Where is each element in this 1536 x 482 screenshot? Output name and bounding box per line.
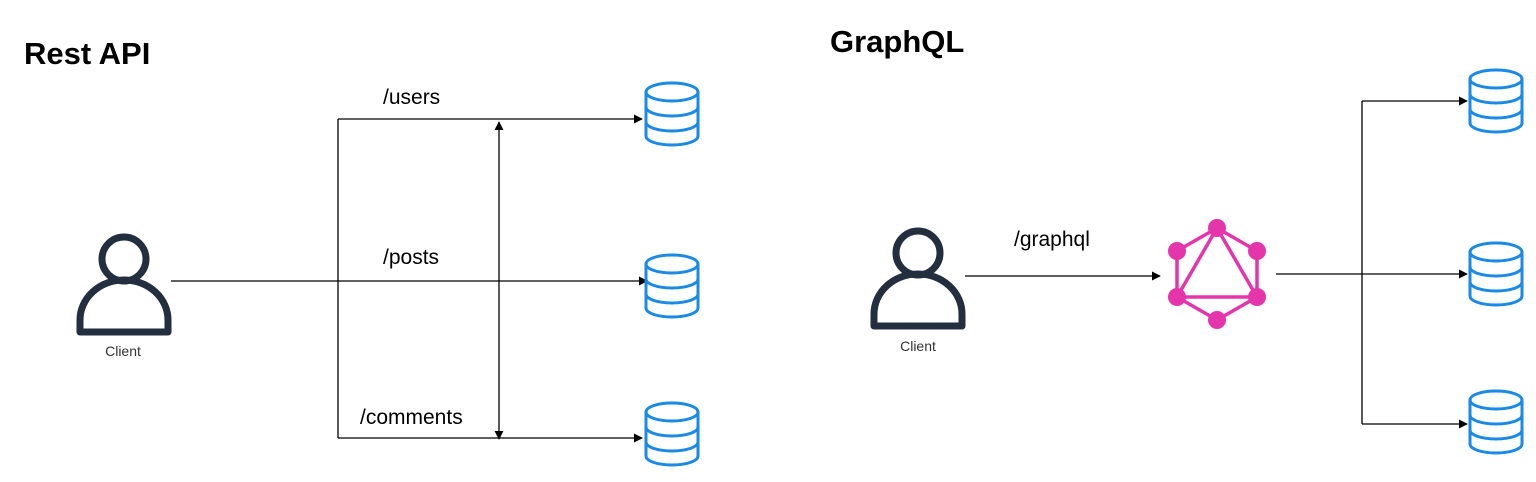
graphql-section: GraphQL Client /graphql (830, 24, 1524, 455)
rest-client: Client (80, 237, 168, 359)
graphql-client: Client (874, 231, 962, 354)
endpoint-users-label: /users (383, 86, 440, 109)
graphql-client-label: Client (900, 338, 936, 354)
user-icon (874, 231, 962, 326)
database-icon (644, 253, 700, 319)
graphql-connectors (1276, 96, 1468, 429)
graphql-title: GraphQL (830, 24, 964, 59)
graphql-logo-icon (1168, 219, 1266, 329)
endpoint-posts-label: /posts (383, 246, 439, 269)
rest-connectors (171, 114, 648, 443)
user-icon (80, 237, 168, 332)
rest-api-section: Rest API Client /users /posts /comments (24, 36, 700, 467)
rest-client-label: Client (105, 343, 141, 359)
endpoint-graphql-label: /graphql (1014, 228, 1090, 251)
database-icon (1468, 68, 1524, 134)
database-icon (644, 81, 700, 147)
rest-api-title: Rest API (24, 36, 150, 71)
database-icon (1468, 241, 1524, 307)
database-icon (644, 401, 700, 467)
database-icon (1468, 389, 1524, 455)
endpoint-comments-label: /comments (360, 406, 463, 429)
